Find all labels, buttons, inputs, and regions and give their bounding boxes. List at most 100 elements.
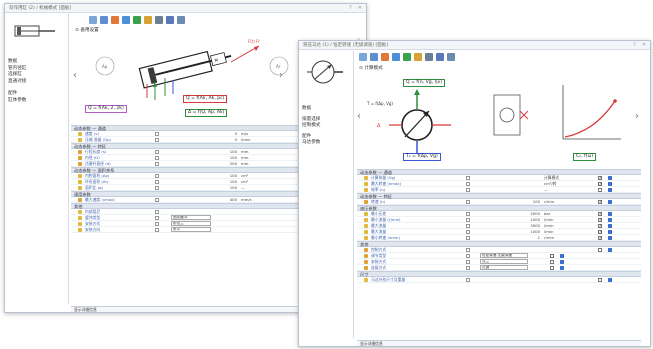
property-unit[interactable]: —	[241, 185, 245, 190]
property-row[interactable]: 面积比 (φ)100—	[71, 185, 303, 191]
lock-checkbox[interactable]	[155, 149, 159, 154]
sidebar-item-parts[interactable]: 配件	[8, 91, 18, 97]
radio-icon[interactable]: ⊙	[75, 28, 79, 33]
property-value[interactable]: 3000	[530, 223, 540, 228]
property-value[interactable]: 1000	[530, 217, 540, 222]
copy-tool-icon[interactable]	[166, 16, 174, 24]
lock-checkbox[interactable]	[155, 209, 159, 214]
sidebar-item-select[interactable]: 选择缸	[8, 72, 22, 78]
section-header[interactable]: 其他	[71, 203, 303, 209]
property-unit[interactable]: mm/s	[241, 197, 252, 202]
gear-tool-icon[interactable]	[144, 16, 152, 24]
property-row[interactable]: 安装方向水平	[71, 227, 303, 233]
lock-checkbox[interactable]	[466, 217, 470, 222]
lock-checkbox[interactable]	[155, 179, 159, 184]
cylinder-tool-icon[interactable]	[89, 16, 97, 24]
document-icon[interactable]	[608, 229, 612, 234]
enable-checkbox[interactable]	[598, 235, 602, 240]
enable-checkbox[interactable]	[598, 217, 602, 222]
enable-checkbox[interactable]	[598, 199, 602, 204]
enable-checkbox[interactable]	[598, 223, 602, 228]
property-dropdown[interactable]: 固定缓冲	[171, 215, 211, 220]
sidebar-item-params[interactable]: 马达参数	[302, 140, 321, 146]
sidebar-item-displacement[interactable]: 排量选择	[302, 116, 321, 122]
enable-checkbox[interactable]	[598, 247, 602, 252]
lock-checkbox[interactable]	[466, 235, 470, 240]
gear-tool-icon[interactable]	[414, 53, 422, 61]
enable-checkbox[interactable]	[550, 265, 554, 270]
property-dropdown[interactable]: 法兰	[480, 259, 528, 264]
enable-checkbox[interactable]	[598, 175, 602, 180]
lock-checkbox[interactable]	[466, 199, 470, 204]
property-dropdown[interactable]: 前法兰	[171, 221, 211, 226]
section-header[interactable]: 动态参数 — 特征	[71, 143, 303, 149]
property-value[interactable]: 100	[229, 179, 237, 184]
export-tool-icon[interactable]	[177, 16, 185, 24]
property-row[interactable]: 最大转速 (nmax)cm³/转	[357, 181, 641, 187]
property-value[interactable]: 200	[229, 161, 237, 166]
property-unit[interactable]: mm	[241, 149, 249, 154]
document-icon[interactable]	[608, 175, 612, 180]
document-icon[interactable]	[608, 181, 612, 186]
document-icon[interactable]	[560, 265, 564, 270]
lock-checkbox[interactable]	[155, 161, 159, 166]
property-value[interactable]: 100	[229, 173, 237, 178]
document-icon[interactable]	[608, 277, 612, 282]
lock-checkbox[interactable]	[466, 229, 470, 234]
enable-checkbox[interactable]	[598, 211, 602, 216]
grid-tool-icon[interactable]	[155, 16, 163, 24]
document-icon[interactable]	[560, 259, 564, 264]
lock-checkbox[interactable]	[466, 187, 470, 192]
lock-checkbox[interactable]	[155, 215, 159, 220]
section-header[interactable]: 动态参数 — 面积关系	[71, 167, 303, 173]
property-value[interactable]: 1	[537, 235, 540, 240]
property-unit[interactable]: r/min	[544, 235, 555, 240]
property-unit[interactable]: cm²	[241, 179, 249, 184]
property-unit[interactable]: —	[544, 187, 548, 192]
lock-checkbox[interactable]	[466, 265, 470, 270]
property-unit[interactable]: l/min	[544, 217, 554, 222]
property-unit[interactable]: bar	[544, 211, 551, 216]
pump-tool-icon[interactable]	[122, 16, 130, 24]
property-dropdown[interactable]: 花键	[480, 265, 528, 270]
property-value[interactable]: 100	[229, 185, 237, 190]
property-row[interactable]: 控制方式	[357, 247, 641, 253]
cylinder-tool-icon[interactable]	[359, 53, 367, 61]
motor-tool-icon[interactable]	[100, 16, 108, 24]
enable-checkbox[interactable]	[598, 229, 602, 234]
lock-checkbox[interactable]	[466, 223, 470, 228]
sidebar-item-params[interactable]: 缸体参数	[8, 97, 27, 103]
lock-checkbox[interactable]	[466, 175, 470, 180]
property-value[interactable]: 100	[229, 149, 237, 154]
sidebar-item-connect[interactable]: 直通对接	[8, 78, 27, 84]
enable-checkbox[interactable]	[550, 253, 554, 258]
property-row[interactable]: 效率 (η)—	[357, 187, 641, 193]
mode-selector[interactable]: ⊙ 计算模式	[359, 65, 383, 71]
lock-checkbox[interactable]	[466, 253, 470, 258]
property-unit[interactable]: mm	[241, 161, 249, 166]
lock-checkbox[interactable]	[155, 173, 159, 178]
section-header[interactable]: 动态参数 — 特征	[357, 193, 641, 199]
cylinder-footer[interactable]: 显示详细信息	[71, 306, 303, 312]
enable-checkbox[interactable]	[550, 259, 554, 264]
motor-tool-icon[interactable]	[370, 53, 378, 61]
prev-arrow-icon[interactable]: ‹	[357, 111, 361, 122]
chart-tool-icon[interactable]	[111, 16, 119, 24]
property-value[interactable]: 1000	[530, 229, 540, 234]
property-dropdown[interactable]: 恒定转速-无级调速	[480, 253, 528, 258]
property-row[interactable]: 内部阻尼	[71, 209, 303, 215]
section-header[interactable]: 液压参数	[357, 205, 641, 211]
lock-checkbox[interactable]	[155, 185, 159, 190]
document-icon[interactable]	[608, 187, 612, 192]
property-value[interactable]: 0	[234, 131, 237, 136]
lock-checkbox[interactable]	[155, 197, 159, 202]
